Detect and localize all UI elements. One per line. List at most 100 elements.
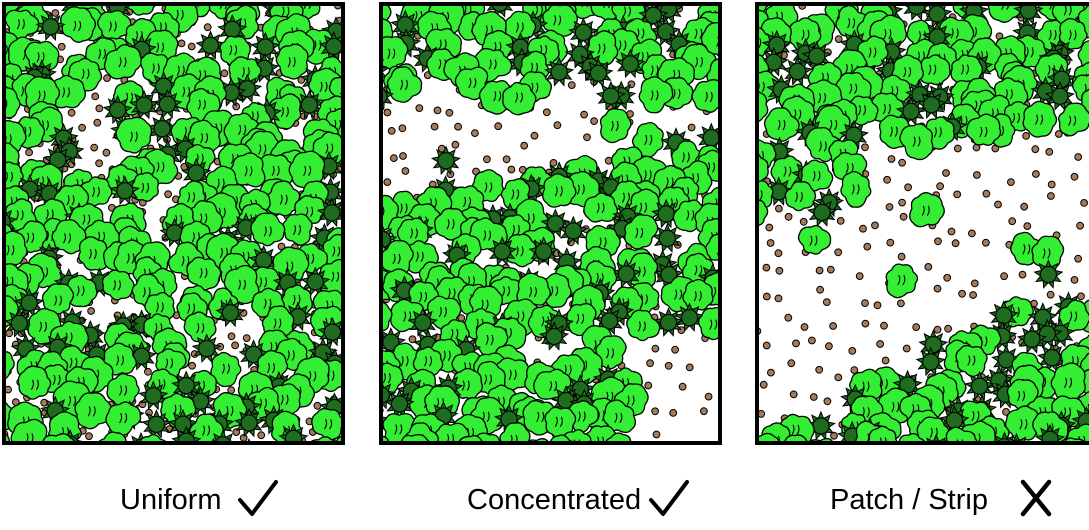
seed-dot: [948, 228, 955, 235]
seed-dot: [913, 324, 920, 331]
seed-dot: [874, 302, 881, 309]
seed-dot: [91, 144, 98, 151]
seed-dot: [775, 295, 782, 302]
seed-dot: [1081, 200, 1088, 207]
light-plant: [910, 193, 945, 227]
seed-dot: [388, 127, 395, 134]
seed-dot: [1071, 173, 1078, 180]
seed-dot: [1001, 273, 1008, 280]
seed-dot: [96, 160, 103, 167]
seed-dot: [934, 326, 941, 333]
seed-dot: [763, 293, 770, 300]
seed-dot: [232, 342, 239, 349]
seed-dot: [581, 111, 588, 118]
seed-dot: [763, 342, 770, 349]
seed-dot: [809, 337, 816, 344]
light-plant: [543, 174, 576, 207]
seed-dot: [888, 156, 895, 163]
seed-dot: [452, 141, 459, 148]
dark-plant-core: [929, 6, 945, 22]
dark-plant-core: [43, 19, 59, 35]
seed-dot: [86, 433, 93, 440]
dark-plant-core: [551, 64, 567, 80]
dark-plant-core: [324, 324, 340, 340]
dark-plant-core: [996, 307, 1012, 323]
seed-dot: [688, 124, 695, 131]
light-plant: [683, 279, 713, 309]
seed-dot: [484, 156, 491, 163]
dark-plant-core: [546, 329, 562, 345]
dark-plant-core: [301, 97, 317, 113]
seed-dot: [945, 325, 952, 332]
seed-dot: [1071, 277, 1078, 284]
seed-dot: [766, 224, 773, 231]
dark-plant-core: [326, 38, 342, 54]
seed-dot: [416, 105, 423, 112]
dark-plant-core: [645, 7, 661, 23]
dark-plant-core: [257, 39, 273, 55]
seed-dot: [785, 314, 792, 321]
seed-dot: [189, 362, 196, 369]
patch-strip-caption: Patch / Strip: [830, 470, 1054, 530]
seed-dot: [1032, 146, 1039, 153]
dark-plant-core: [661, 315, 677, 331]
seed-dot: [1078, 293, 1085, 300]
seed-dot: [68, 109, 75, 116]
seed-dot: [816, 366, 823, 373]
seed-dot: [58, 43, 65, 50]
seed-dot: [954, 191, 961, 198]
seed-dot: [952, 240, 959, 247]
dark-plant-core: [224, 21, 240, 37]
seed-dot: [886, 204, 893, 211]
seed-dot: [1075, 255, 1082, 262]
seed-dot: [860, 225, 867, 232]
seed-dot: [243, 335, 250, 342]
dark-plant-core: [946, 412, 962, 428]
seed-dot: [768, 369, 775, 376]
dark-plant-core: [136, 97, 152, 113]
seed-dot: [954, 145, 961, 152]
seed-dot: [899, 199, 906, 206]
seed-dot: [1019, 271, 1026, 278]
seed-dot: [686, 364, 693, 371]
seed-dot: [647, 360, 654, 367]
seed-dot: [258, 432, 265, 439]
seed-dot: [983, 190, 990, 197]
seed-dot: [508, 166, 515, 173]
seed-dot: [240, 435, 247, 442]
dark-plant-core: [769, 37, 785, 53]
dark-plant-core: [923, 354, 939, 370]
dark-plant-core: [438, 153, 454, 169]
seed-dot: [856, 273, 863, 280]
seed-dot: [937, 183, 944, 190]
seed-dot: [837, 218, 844, 225]
seed-dot: [974, 172, 981, 179]
dark-plant-core: [590, 65, 606, 81]
dark-plant-core: [565, 223, 581, 239]
dark-plant-core: [256, 252, 272, 268]
dark-plant-core: [159, 96, 175, 112]
seed-dot: [881, 322, 888, 329]
seed-dot: [384, 109, 391, 116]
dark-plant-core: [175, 416, 191, 432]
seed-dot: [882, 357, 889, 364]
seed-dot: [96, 105, 103, 112]
seed-dot: [826, 343, 833, 350]
seed-dot: [776, 205, 783, 212]
patch-strip-distribution-panel: [755, 2, 1089, 445]
light-plant: [1051, 363, 1085, 401]
seed-dot: [550, 160, 557, 167]
dark-plant-core: [622, 56, 638, 72]
dark-plant-core: [392, 396, 408, 412]
dark-plant-core: [110, 102, 126, 118]
seed-dot: [1048, 193, 1055, 200]
seed-dot: [1077, 222, 1084, 229]
seed-dot: [817, 286, 824, 293]
seed-dot: [591, 118, 598, 125]
seed-dot: [1009, 218, 1016, 225]
seed-dot: [1048, 181, 1055, 188]
seed-dot: [983, 239, 990, 246]
seed-dot: [1008, 179, 1015, 186]
dark-plant-core: [809, 48, 825, 64]
seed-dot: [823, 299, 830, 306]
